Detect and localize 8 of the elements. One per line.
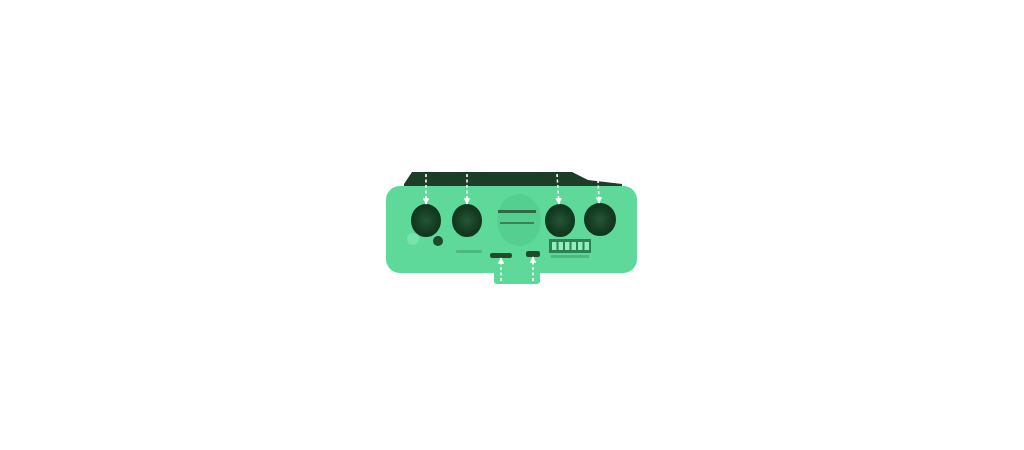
arrow xyxy=(529,256,537,282)
arrow xyxy=(497,257,505,282)
port-slot xyxy=(526,251,540,257)
arrow xyxy=(555,173,562,205)
port-slot xyxy=(490,253,512,258)
arrow xyxy=(463,173,471,205)
arrow xyxy=(422,173,430,205)
arrow xyxy=(595,179,603,204)
